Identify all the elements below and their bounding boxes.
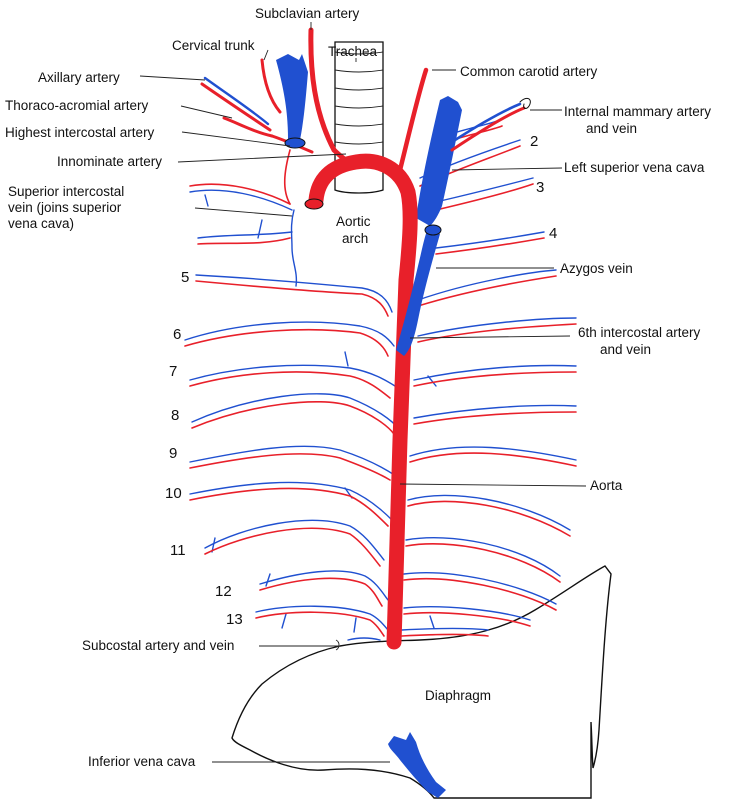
rib-number-9: 9 (169, 445, 177, 462)
label-thoraco-acromial-artery: Thoraco-acromial artery (5, 98, 149, 113)
rib-number-7: 7 (169, 363, 177, 380)
rib-number-5: 5 (181, 269, 189, 286)
label-superior-intercostal-line3: vena cava) (8, 216, 74, 231)
rib-number-10: 10 (165, 485, 182, 502)
intercostal-arteries (184, 125, 577, 637)
rib-number-11: 11 (170, 542, 186, 559)
aortic-arch-vessel (308, 153, 418, 650)
right-subclavian-vein (276, 54, 308, 140)
label-left-superior-vena-cava: Left superior vena cava (564, 160, 705, 175)
label-aorta: Aorta (590, 478, 623, 493)
label-azygos-vein: Azygos vein (560, 261, 633, 276)
leader-lines (139, 22, 587, 763)
label-inferior-vena-cava: Inferior vena cava (88, 754, 196, 769)
rib-number-4: 4 (549, 225, 557, 242)
common-carotid-artery-vessel (397, 67, 429, 173)
label-superior-intercostal-line2: vein (joins superior (8, 200, 122, 215)
label-aortic-arch-line2: arch (342, 231, 368, 246)
label-diaphragm: Diaphragm (425, 688, 491, 703)
rib-number-3: 3 (536, 179, 544, 196)
label-innominate-artery: Innominate artery (57, 154, 162, 169)
ascending-aorta-stump (304, 198, 324, 210)
label-sixth-intercostal-line1: 6th intercostal artery (578, 325, 701, 340)
label-cervical-trunk: Cervical trunk (172, 38, 255, 53)
label-superior-intercostal-line1: Superior intercostal (8, 184, 124, 199)
label-sixth-intercostal-line2: and vein (600, 342, 651, 357)
labels: Subclavian artery Cervical trunk Trachea… (5, 6, 711, 769)
label-highest-intercostal-artery: Highest intercostal artery (5, 125, 155, 140)
label-axillary-artery: Axillary artery (38, 70, 120, 85)
rib-number-2: 2 (530, 133, 538, 150)
rib-number-8: 8 (171, 407, 179, 424)
axillary-vessels (200, 58, 314, 154)
superior-vena-cava-stump (284, 137, 306, 149)
rib-numbers: 2 3 4 5 6 7 8 9 10 11 12 13 (165, 133, 557, 628)
rib-number-13: 13 (226, 611, 243, 628)
label-internal-mammary-line2: and vein (586, 121, 637, 136)
rib-number-12: 12 (215, 583, 232, 600)
inferior-vena-cava-vessel (388, 732, 446, 798)
label-trachea: Trachea (328, 44, 378, 59)
label-aortic-arch-line1: Aortic (336, 214, 371, 229)
azygos-vein-stump (424, 224, 442, 236)
label-common-carotid-artery: Common carotid artery (460, 64, 598, 79)
rib-number-6: 6 (173, 326, 181, 343)
label-subclavian-artery: Subclavian artery (255, 6, 360, 21)
left-superior-vena-cava-vessel (416, 96, 462, 226)
azygos-vein-vessel (396, 228, 440, 356)
label-subcostal-artery-and-vein: Subcostal artery and vein (82, 638, 234, 653)
diaphragm-outline (231, 565, 612, 799)
intercostal-veins (184, 119, 577, 641)
label-internal-mammary-line1: Internal mammary artery (564, 104, 711, 119)
internal-mammary-vessels (444, 97, 531, 152)
